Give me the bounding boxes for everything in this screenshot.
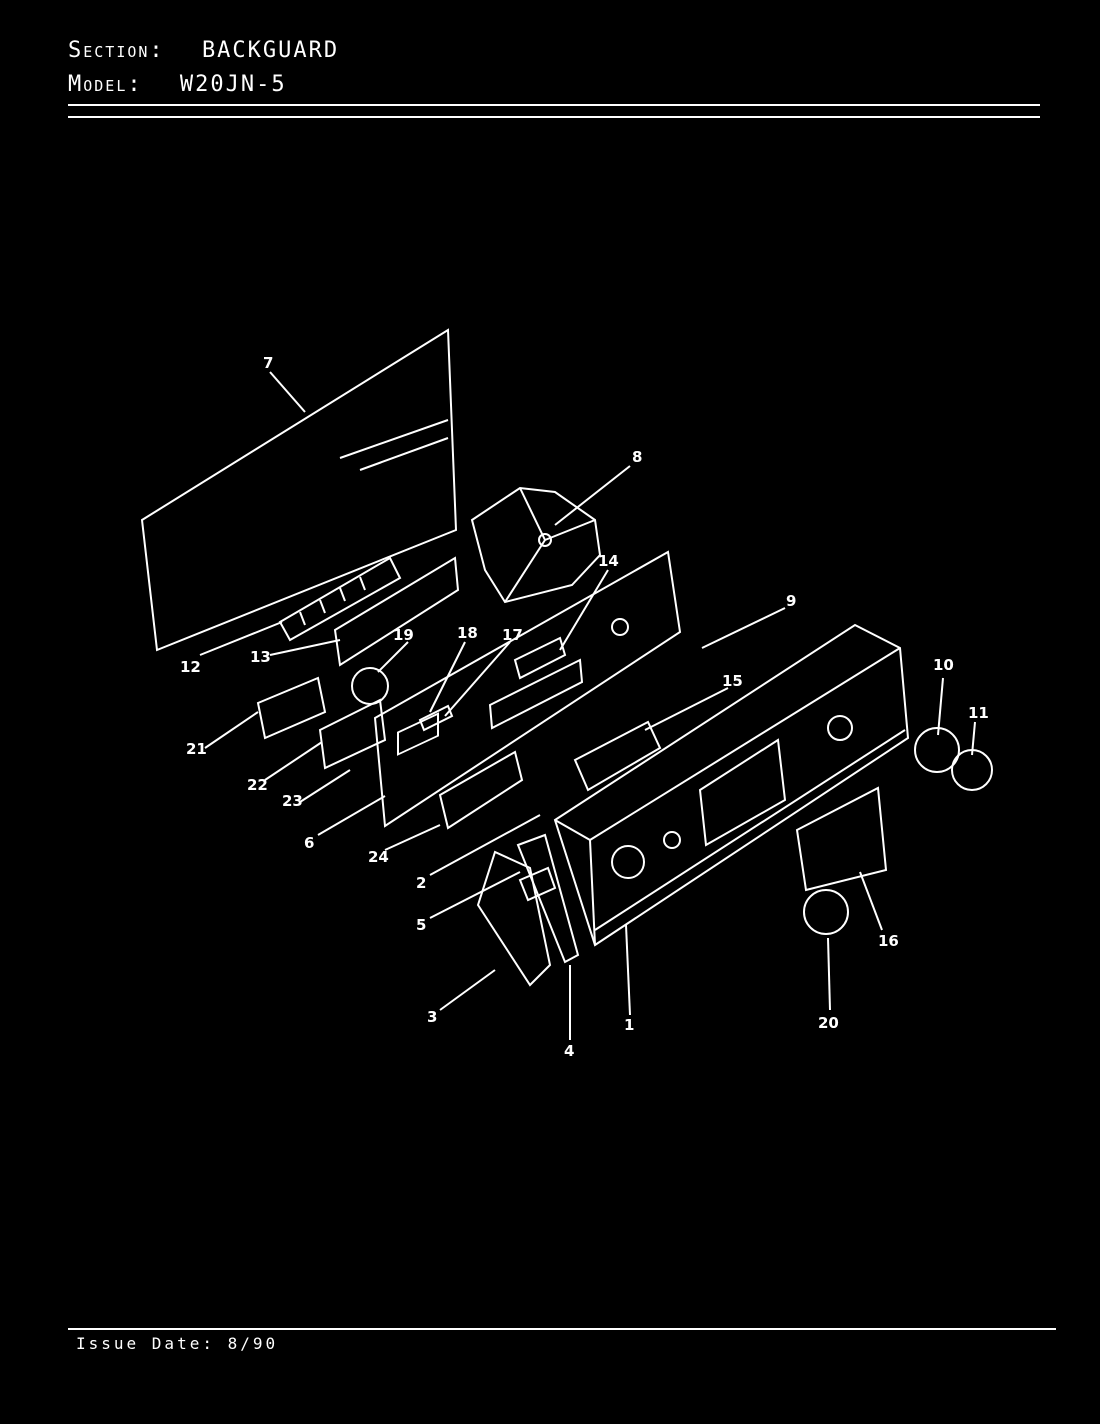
callout-17: 17 — [502, 626, 523, 644]
part-7-rear-panel — [140, 328, 458, 652]
part-14-switch — [513, 636, 567, 680]
callout-20: 20 — [818, 1014, 839, 1032]
callout-23: 23 — [282, 792, 303, 810]
callout-7: 7 — [263, 354, 273, 372]
callout-8: 8 — [632, 448, 642, 466]
callout-2: 2 — [416, 874, 426, 892]
callout-1: 1 — [624, 1016, 634, 1034]
part-13-bracket — [333, 556, 460, 667]
callout-11: 11 — [968, 704, 989, 722]
callout-14: 14 — [598, 552, 619, 570]
callout-13: 13 — [250, 648, 271, 666]
part-3-end-cap — [476, 850, 552, 987]
model-value: W20JN-5 — [179, 72, 287, 97]
callout-22: 22 — [247, 776, 268, 794]
callout-21: 21 — [186, 740, 207, 758]
callout-24: 24 — [368, 848, 389, 866]
part-24-bezel — [438, 750, 524, 830]
part-8-housing — [470, 486, 602, 604]
part-6-control-panel — [373, 550, 682, 828]
callout-18: 18 — [457, 624, 478, 642]
model-label: Model: — [68, 72, 143, 97]
section-value: BACKGUARD — [201, 38, 340, 63]
footer-rule — [68, 1328, 1056, 1330]
part-17-part — [418, 704, 454, 732]
part-22-bracket — [318, 698, 387, 770]
part-5-bracket — [518, 866, 557, 902]
part-21-relay — [256, 676, 327, 740]
part-1-backguard — [553, 623, 910, 947]
header-rule-top — [68, 104, 1040, 106]
issue-date: Issue Date: 8/90 — [76, 1334, 279, 1353]
callout-3: 3 — [427, 1008, 437, 1026]
part-11-knob — [951, 749, 993, 791]
callout-10: 10 — [933, 656, 954, 674]
callout-19: 19 — [393, 626, 414, 644]
callout-15: 15 — [722, 672, 743, 690]
callout-4: 4 — [564, 1042, 574, 1060]
part-12-terminal-block — [278, 556, 402, 642]
part-20-knob — [803, 889, 849, 935]
callout-5: 5 — [416, 916, 426, 934]
callout-12: 12 — [180, 658, 201, 676]
part-16-overlay — [795, 786, 888, 892]
callout-6: 6 — [304, 834, 314, 852]
section-label: Section: — [68, 38, 165, 63]
header-rule-bottom — [68, 116, 1040, 118]
section-line: Section: BACKGUARD — [68, 38, 339, 63]
part-4-trim — [516, 833, 580, 964]
callout-16: 16 — [878, 932, 899, 950]
part-19-timer — [351, 667, 389, 705]
part-10-knob-base — [914, 727, 960, 773]
part-15-buttons — [573, 720, 662, 792]
callout-9: 9 — [786, 592, 796, 610]
model-line: Model: W20JN-5 — [68, 72, 287, 97]
